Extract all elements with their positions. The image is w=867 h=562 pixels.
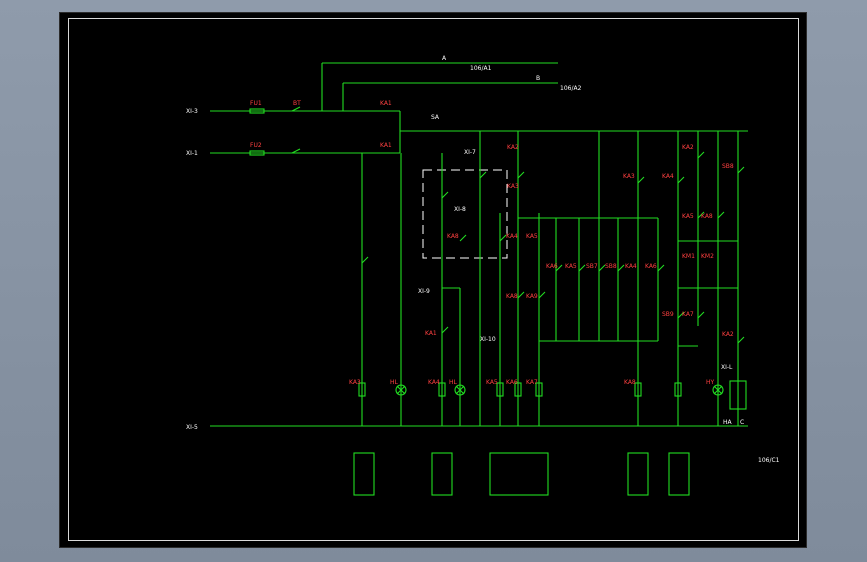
terminal-label: XI-8 (454, 206, 466, 213)
ref-a1: 106/A1 (470, 65, 492, 72)
component-label: KA1 (380, 142, 392, 149)
component-label: KA8 (447, 233, 459, 240)
ref-c1: 106/C1 (758, 457, 780, 464)
component-label: KA3 (349, 379, 361, 386)
component-label: KA6 (546, 263, 558, 270)
component-label: KA3 (623, 173, 635, 180)
component-label: KM1 (682, 253, 695, 260)
component-label: BT (293, 100, 301, 107)
terminal-label: XI-10 (480, 336, 496, 343)
component-label: KA8 (624, 379, 636, 386)
component-label: HL (390, 379, 399, 386)
component-label: KA7 (526, 379, 538, 386)
component-label: KM2 (701, 253, 714, 260)
terminal-label: XI-3 (186, 108, 198, 115)
component-label: KA9 (526, 293, 538, 300)
component-label: HY (706, 379, 715, 386)
terminal-label: XI-L (721, 364, 733, 371)
component-label: HL (449, 379, 458, 386)
component-label: KA4 (625, 263, 637, 270)
terminal-label: XI-5 (186, 424, 198, 431)
component-label: KA6 (645, 263, 657, 270)
component-label: KA4 (662, 173, 674, 180)
terminal-strips (353, 452, 690, 496)
component-label: KA5 (526, 233, 538, 240)
component-label: KA2 (722, 331, 734, 338)
component-label: KA7 (682, 311, 694, 318)
component-label: KA8 (701, 213, 713, 220)
terminal-label: XI-9 (418, 288, 430, 295)
component-label: KA1 (425, 330, 437, 337)
bus-b-label: B (536, 75, 540, 82)
horn-label-c: C (740, 419, 744, 426)
component-label: KA4 (428, 379, 440, 386)
component-label: SB8 (605, 263, 617, 270)
component-label: KA5 (565, 263, 577, 270)
terminal-label: XI-1 (186, 150, 198, 157)
switch-label: SA (431, 114, 440, 121)
ref-a2: 106/A2 (560, 85, 582, 92)
labels: A B 106/A1 106/A2 106/C1 SA HA C XI-3 XI… (186, 55, 780, 464)
component-label: KA3 (507, 183, 519, 190)
schematic-diagram: A B 106/A1 106/A2 106/C1 SA HA C XI-3 XI… (186, 55, 780, 496)
horn-label-ha: HA (723, 419, 733, 426)
component-label: KA5 (486, 379, 498, 386)
component-label: KA1 (380, 100, 392, 107)
component-label: KA2 (507, 144, 519, 151)
component-label: FU1 (250, 100, 262, 107)
terminal-label: XI-7 (464, 149, 476, 156)
component-label: KA4 (506, 233, 518, 240)
title-frame (68, 18, 799, 541)
component-label: KA5 (682, 213, 694, 220)
component-label: KA6 (506, 379, 518, 386)
component-label: SB7 (586, 263, 598, 270)
bus-a-label: A (442, 55, 447, 62)
component-label: KA2 (682, 144, 694, 151)
component-label: KA8 (506, 293, 518, 300)
drawing-sheet: A B 106/A1 106/A2 106/C1 SA HA C XI-3 XI… (59, 12, 807, 548)
component-label: SB9 (662, 311, 674, 318)
component-label: FU2 (250, 142, 262, 149)
component-label: SB8 (722, 163, 734, 170)
wiring (210, 62, 748, 496)
